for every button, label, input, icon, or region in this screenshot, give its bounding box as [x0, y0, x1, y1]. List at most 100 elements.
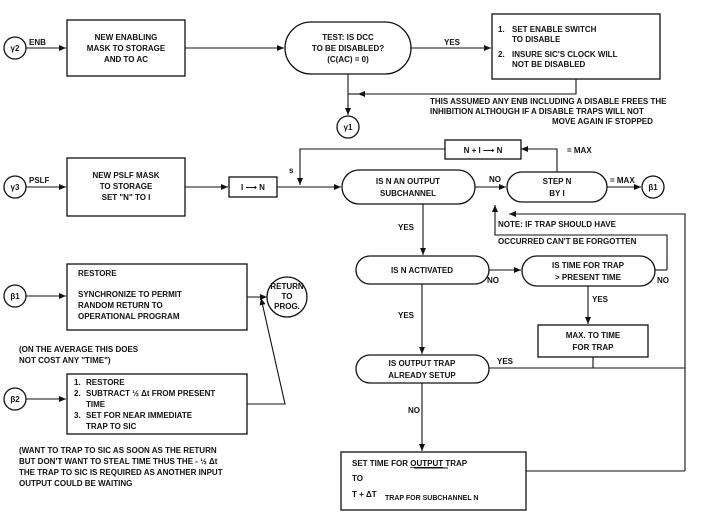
set-enable-item2-line1: INSURE SIC'S CLOCK WILL [512, 50, 618, 59]
decision-is-time-for-trap-line2: > PRESENT TIME [555, 273, 622, 282]
note-on-average-line1: (ON THE AVERAGE THIS DOES [19, 345, 139, 354]
box-restore-line1: RESTORE [78, 269, 117, 278]
box-set-time-output-trap: SET TIME FOR OUTPUT TRAP TO T + ΔT TRAP … [340, 451, 527, 511]
box-restore-line2: SYNCHRONIZE TO PERMIT [78, 290, 182, 299]
box-new-enabling-mask-line2: MASK TO STORAGE [87, 44, 166, 53]
set-enable-item1-num: 1. [498, 25, 505, 34]
set-time-line1: SET TIME FOR OUTPUT TRAP [352, 459, 468, 468]
connector-gamma1-label: γ1 [344, 123, 353, 132]
arrow-step-to-n-plus-one [521, 146, 558, 172]
connector-gamma2-label: γ2 [11, 44, 20, 53]
box-i-to-n: I ⟶ N [228, 176, 278, 198]
decision-test-dcc-line3: (C(AC) = 0) [327, 55, 369, 64]
note-want-to-trap-line1: (WANT TO TRAP TO SIC AS SOON AS THE RETU… [19, 446, 217, 455]
label-no-activated: NO [487, 276, 499, 285]
note-assumed-enb-line1: THIS ASSUMED ANY ENB INCLUDING A DISABLE… [430, 97, 667, 106]
set-enable-item2-num: 2. [498, 50, 505, 59]
set-time-line1-suffix: TRAP [443, 459, 468, 468]
box-max-to-time-line2: FOR TRAP [573, 343, 615, 352]
connector-gamma1: γ1 [336, 115, 360, 139]
box-restore: RESTORE SYNCHRONIZE TO PERMIT RANDOM RET… [66, 263, 248, 331]
restore-subtract-item3-line1: SET FOR NEAR IMMEDIATE [86, 411, 193, 420]
label-s: s [289, 166, 294, 175]
note-assumed-enb-line2: INHIBITION ALTHOUGH IF A DISABLE TRAPS W… [430, 107, 644, 116]
box-max-to-time-line1: MAX. TO TIME [566, 331, 621, 340]
decision-test-dcc-line2: TO BE DISABLED? [312, 44, 384, 53]
decision-step-n-line1: STEP N [543, 177, 572, 186]
box-new-enabling-mask: NEW ENABLING MASK TO STORAGE AND TO AC [66, 19, 186, 77]
note-want-to-trap-line4: OUTPUT COULD BE WAITING [19, 479, 132, 488]
label-yes-dcc: YES [444, 38, 461, 47]
decision-is-output-trap-setup-line2: ALREADY SETUP [388, 371, 456, 380]
note-want-to-trap-line2: BUT DON'T WANT TO STEAL TIME THUS THE - … [19, 457, 218, 466]
box-i-to-n-label: I ⟶ N [241, 183, 265, 192]
decision-is-output-trap-setup: IS OUTPUT TRAP ALREADY SETUP [355, 354, 490, 384]
decision-is-time-for-trap: IS TIME FOR TRAP > PRESENT TIME [521, 255, 656, 287]
return-to-prog-line2: TO [282, 292, 293, 301]
decision-step-n: STEP N BY I [506, 171, 608, 203]
box-set-enable-switch: 1. SET ENABLE SWITCH TO DISABLE 2. INSUR… [491, 13, 661, 80]
connector-gamma3-label: γ3 [11, 183, 20, 192]
label-enb: ENB [29, 38, 46, 47]
connector-beta1-left-label: β1 [10, 292, 20, 301]
decision-is-output-subchannel-line2: SUBCHANNEL [380, 189, 436, 198]
label-eq-max-loop: = MAX [567, 146, 592, 155]
box-new-pslf-mask-line1: NEW PSLF MASK [92, 171, 159, 180]
arrow-feedback-inner [492, 205, 668, 260]
restore-subtract-item2-num: 2. [74, 389, 81, 398]
note-want-to-trap: (WANT TO TRAP TO SIC AS SOON AS THE RETU… [19, 446, 223, 488]
set-enable-item2-line2: NOT BE DISABLED [512, 60, 586, 69]
box-restore-subtract: 1. RESTORE 2. SUBTRACT ½ Δt FROM PRESENT… [66, 373, 248, 435]
label-yes-trap-setup: YES [497, 357, 514, 366]
restore-subtract-item3-line2: TRAP TO SIC [86, 422, 137, 431]
connector-gamma2: γ2 [3, 36, 27, 60]
set-time-line3: T + ΔT [352, 490, 377, 499]
box-new-pslf-mask: NEW PSLF MASK TO STORAGE SET "N" TO I [66, 157, 186, 217]
connector-beta2-label: β2 [10, 395, 20, 404]
box-new-pslf-mask-line2: TO STORAGE [100, 182, 153, 191]
restore-subtract-item1: RESTORE [86, 378, 125, 387]
connector-beta2: β2 [3, 387, 27, 411]
decision-is-n-activated-label: IS N ACTIVATED [391, 266, 453, 275]
arrow-n-plus-one-to-loop [297, 148, 445, 185]
decision-test-dcc-line1: TEST: IS DCC [322, 33, 374, 42]
arrow-subtract-to-restore [247, 297, 286, 405]
box-new-enabling-mask-line3: AND TO AC [104, 55, 148, 64]
note-trap-occurred-line1: NOTE: IF TRAP SHOULD HAVE [498, 220, 617, 229]
note-want-to-trap-line3: THE TRAP TO SIC IS REQUIRED AS ANOTHER I… [19, 468, 223, 477]
set-time-line3-sub: TRAP FOR SUBCHANNEL N [385, 495, 478, 502]
label-eq-max-step: = MAX [610, 176, 635, 185]
arrow-set-enable-to-merge [358, 79, 577, 97]
connector-gamma3: γ3 [3, 175, 27, 199]
decision-is-n-activated: IS N ACTIVATED [355, 255, 490, 285]
box-restore-line4: OPERATIONAL PROGRAM [78, 312, 180, 321]
decision-is-output-trap-setup-line1: IS OUTPUT TRAP [389, 359, 456, 368]
restore-subtract-item3-num: 3. [74, 411, 81, 420]
set-time-line1-underlined: OUTPUT [410, 459, 443, 468]
label-pslf: PSLF [29, 176, 50, 185]
connector-beta1-left: β1 [3, 284, 27, 308]
decision-is-time-for-trap-line1: IS TIME FOR TRAP [552, 261, 625, 270]
note-trap-occurred: NOTE: IF TRAP SHOULD HAVE OCCURRED CAN'T… [498, 220, 637, 246]
set-time-line2: TO [352, 474, 363, 483]
note-on-average-line2: NOT COST ANY "TIME") [19, 356, 111, 365]
set-time-line1-prefix: SET TIME FOR [352, 459, 410, 468]
box-new-enabling-mask-line1: NEW ENABLING [95, 33, 158, 42]
label-no-time-trap: NO [657, 276, 669, 285]
restore-subtract-item2-line2: TIME [86, 400, 106, 409]
label-yes-activated: YES [398, 311, 415, 320]
restore-subtract-item2-line1: SUBTRACT ½ Δt FROM PRESENT [86, 389, 215, 398]
label-yes-output-sub: YES [398, 223, 415, 232]
restore-subtract-item1-num: 1. [74, 378, 81, 387]
label-no-output-sub: NO [489, 175, 501, 184]
label-yes-time-trap: YES [592, 295, 609, 304]
note-assumed-enb-line3: MOVE AGAIN IF STOPPED [552, 117, 653, 126]
arrow-feedback-main [509, 211, 686, 471]
box-restore-line3: RANDOM RETURN TO [78, 301, 163, 310]
return-to-prog-line1: RETURN [270, 282, 304, 291]
set-enable-item1-line1: SET ENABLE SWITCH [512, 25, 597, 34]
set-enable-item1-line2: TO DISABLE [512, 35, 561, 44]
decision-is-output-subchannel-line1: IS N AN OUTPUT [376, 177, 440, 186]
box-max-to-time: MAX. TO TIME FOR TRAP [537, 324, 649, 358]
